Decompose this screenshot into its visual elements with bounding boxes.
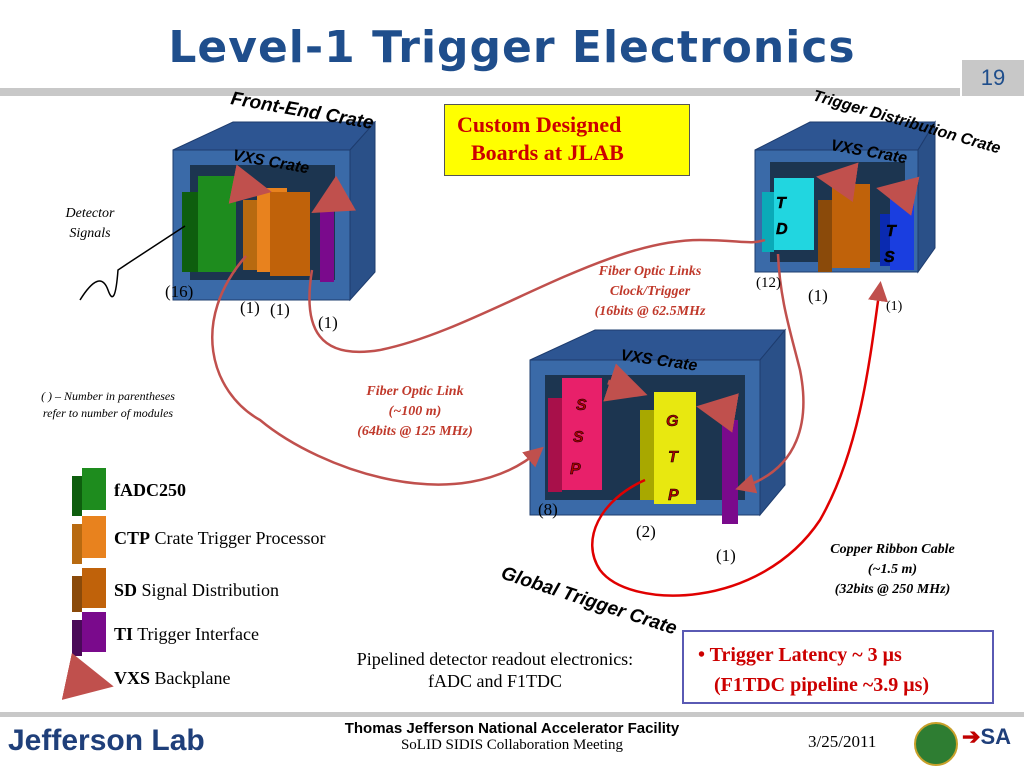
fadc-module-side (182, 192, 198, 272)
fiber-links-line1: Fiber Optic Links (598, 264, 702, 279)
legend-vxs-abbr: VXS (114, 668, 151, 688)
pipeline-line1: Pipelined detector readout electronics: (356, 649, 634, 669)
custom-boards-line2: Boards at JLAB (471, 140, 624, 165)
global-trigger-crate (529, 328, 787, 524)
bottom-divider (0, 712, 1024, 717)
ssp-letter-p: P (570, 461, 581, 478)
detector-signals-label: Detector Signals (40, 204, 140, 244)
count-gtp: (2) (636, 522, 656, 541)
fiber-links-line3: (16bits @ 62.5MHz (594, 304, 706, 319)
fiber-link-line3: (64bits @ 125 MHz) (357, 424, 473, 439)
ts-letter-t: T (886, 223, 897, 240)
legend-vxs: VXS Backplane (114, 668, 230, 689)
legend-vxs-icon (61, 652, 114, 700)
ssp-letter-s2: S (573, 429, 584, 446)
legend-ti-icon (82, 612, 106, 652)
slide-title: Level-1 Trigger Electronics (168, 22, 856, 73)
global-trigger-crate-title: Global Trigger Crate (498, 563, 679, 640)
note-line2: refer to number of modules (42, 406, 174, 420)
count-fadc: (16) (165, 282, 194, 301)
legend-sd-icon (82, 568, 106, 608)
doe-seal-icon (914, 722, 958, 766)
count-ti-gt: (1) (716, 546, 736, 565)
jefferson-lab-logo: Jefferson Lab (8, 724, 205, 757)
fiber-td-to-gt (735, 253, 805, 494)
fiber-link-line2: (~100 m) (388, 404, 442, 419)
copper-line1: Copper Ribbon Cable (830, 542, 955, 557)
count-td: (12) (756, 275, 781, 291)
custom-boards-line1: Custom Designed (457, 112, 622, 137)
legend-vxs-desc: Backplane (150, 668, 231, 688)
count-ts: (1) (886, 299, 903, 314)
pipeline-note: Pipelined detector readout electronics: … (320, 648, 670, 692)
detector-signals-line2: Signals (69, 226, 111, 241)
parentheses-note: ( ) – Number in parentheses refer to num… (18, 388, 198, 422)
note-line1: ( ) – Number in parentheses (41, 389, 175, 403)
legend-icons (61, 468, 114, 700)
fiber-fe-to-ssp (211, 255, 544, 486)
td-letter-d: D (776, 221, 788, 238)
gtp-module (654, 392, 696, 504)
footer-org: Thomas Jefferson National Accelerator Fa… (344, 720, 680, 737)
jsa-logo-icon: ➔SA (962, 724, 1011, 749)
count-ssp: (8) (538, 500, 558, 519)
legend-ti: TI Trigger Interface (114, 624, 259, 645)
footer-center: Thomas Jefferson National Accelerator Fa… (340, 720, 684, 754)
td-letter-t: T (776, 195, 787, 212)
copper-line3: (32bits @ 250 MHz) (834, 582, 951, 597)
ssp-letter-s1: S (576, 397, 587, 414)
count-sd-tdc: (1) (808, 286, 828, 305)
ti-module (320, 210, 334, 282)
count-sd: (1) (270, 300, 290, 319)
fiber-fe-to-td (308, 238, 766, 354)
custom-boards-callout: Custom Designed Boards at JLAB (444, 104, 690, 176)
sd-module (270, 192, 310, 276)
latency-line1-text: Trigger Latency ~ 3 μs (709, 644, 902, 666)
copper-cable-label: Copper Ribbon Cable (~1.5 m) (32bits @ 2… (800, 540, 985, 600)
legend-fadc-abbr: fADC250 (114, 480, 186, 500)
legend-ti-desc: Trigger Interface (133, 624, 259, 644)
fiber-link-label: Fiber Optic Link (~100 m) (64bits @ 125 … (330, 382, 500, 442)
trigger-latency-box: • Trigger Latency ~ 3 μs (F1TDC pipeline… (682, 630, 994, 704)
td-module (774, 178, 814, 250)
detector-signal-trace (79, 225, 186, 301)
legend-sd: SD Signal Distribution (114, 580, 279, 601)
gtp-letter-t: T (668, 449, 679, 466)
latency-line1: • Trigger Latency ~ 3 μs (698, 644, 902, 666)
top-divider (0, 88, 960, 96)
ts-letter-s: S (884, 249, 895, 266)
legend-fadc-icon (82, 468, 106, 510)
footer-meeting: SoLID SIDIS Collaboration Meeting (400, 737, 624, 753)
front-end-crate (172, 120, 377, 302)
latency-line2: (F1TDC pipeline ~3.9 μs) (714, 674, 930, 696)
gtp-letter-g: G (666, 413, 678, 430)
legend-ctp-abbr: CTP (114, 528, 150, 548)
footer-date: 3/25/2011 (808, 732, 877, 751)
ssp-module (562, 378, 602, 490)
pipeline-line2: fADC and F1TDC (428, 671, 562, 691)
trigger-distribution-crate (754, 120, 936, 274)
copper-gtp-to-ts (591, 281, 888, 597)
page-number: 19 (962, 60, 1024, 96)
legend-sd-abbr: SD (114, 580, 138, 600)
legend-ctp-icon (82, 516, 106, 558)
fiber-link-line1: Fiber Optic Link (366, 384, 464, 399)
detector-signals-line1: Detector (65, 206, 115, 221)
count-ctp: (1) (240, 298, 260, 317)
gtp-letter-p: P (668, 487, 679, 504)
legend-ctp-desc: Crate Trigger Processor (150, 528, 326, 548)
legend-sd-desc: Signal Distribution (137, 580, 280, 600)
fadc-module (198, 176, 236, 272)
legend-fadc: fADC250 (114, 480, 186, 501)
ti-module-gt (722, 420, 738, 524)
legend-ti-abbr: TI (114, 624, 134, 644)
fiber-links-line2: Clock/Trigger (609, 284, 691, 299)
legend-ctp: CTP Crate Trigger Processor (114, 528, 325, 549)
copper-line2: (~1.5 m) (867, 562, 918, 577)
sd-module-tdc (832, 184, 870, 268)
count-ti-fe: (1) (318, 313, 338, 332)
fiber-links-label: Fiber Optic Links Clock/Trigger (16bits … (560, 262, 740, 322)
